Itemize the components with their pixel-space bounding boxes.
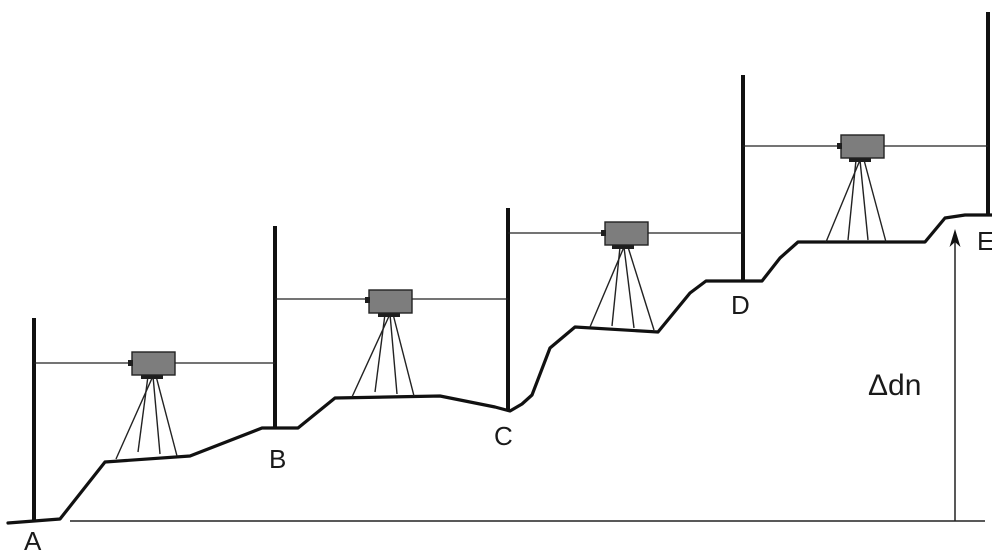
point-label-A: A: [24, 526, 42, 552]
level-body-1: [131, 351, 176, 376]
point-label-B: B: [269, 444, 286, 474]
terrain-profile: [6, 213, 992, 525]
level-instrument-4: [743, 134, 988, 243]
point-label-E: E: [977, 226, 992, 256]
level-body-4: [840, 134, 885, 159]
level-body-2: [368, 289, 413, 314]
point-label-D: D: [731, 290, 750, 320]
arrow-head-icon: [949, 229, 961, 247]
level-instrument-2: [275, 289, 508, 398]
height-difference-label: Δdn: [868, 369, 921, 402]
level-instrument-3: [508, 221, 743, 331]
level-instrument-1: [34, 351, 275, 460]
point-label-C: C: [494, 421, 513, 451]
level-body-3: [604, 221, 649, 246]
